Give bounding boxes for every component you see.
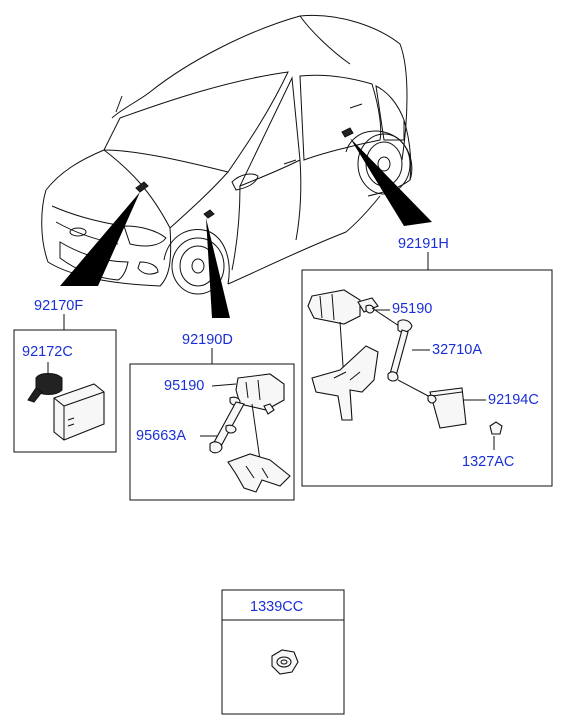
label-95663a: 95663A	[136, 428, 186, 444]
label-1327ac: 1327AC	[462, 454, 514, 470]
box-92191h	[301, 269, 553, 487]
box-92190d	[129, 363, 295, 501]
pointer-wedge-rear	[350, 138, 432, 226]
front-sensor-part	[27, 362, 105, 441]
pointer-wedge-left	[206, 218, 230, 318]
label-92172c: 92172C	[22, 344, 73, 360]
left-sensor-part	[209, 373, 291, 493]
label-95190-rear: 95190	[392, 301, 432, 317]
label-92190d: 92190D	[182, 332, 233, 348]
label-95190-left: 95190	[164, 378, 204, 394]
label-1339cc: 1339CC	[250, 599, 303, 615]
leader-95190-left	[211, 383, 237, 387]
label-92194c: 92194C	[488, 392, 539, 408]
nut-part	[271, 649, 299, 675]
pointer-wedge-front	[60, 192, 140, 286]
rear-sensor-part	[307, 289, 503, 435]
label-92170f: 92170F	[34, 298, 83, 314]
label-92191h: 92191H	[398, 236, 449, 252]
box-92170f	[13, 329, 117, 453]
label-32710a: 32710A	[432, 342, 482, 358]
box-1339cc	[221, 589, 345, 715]
